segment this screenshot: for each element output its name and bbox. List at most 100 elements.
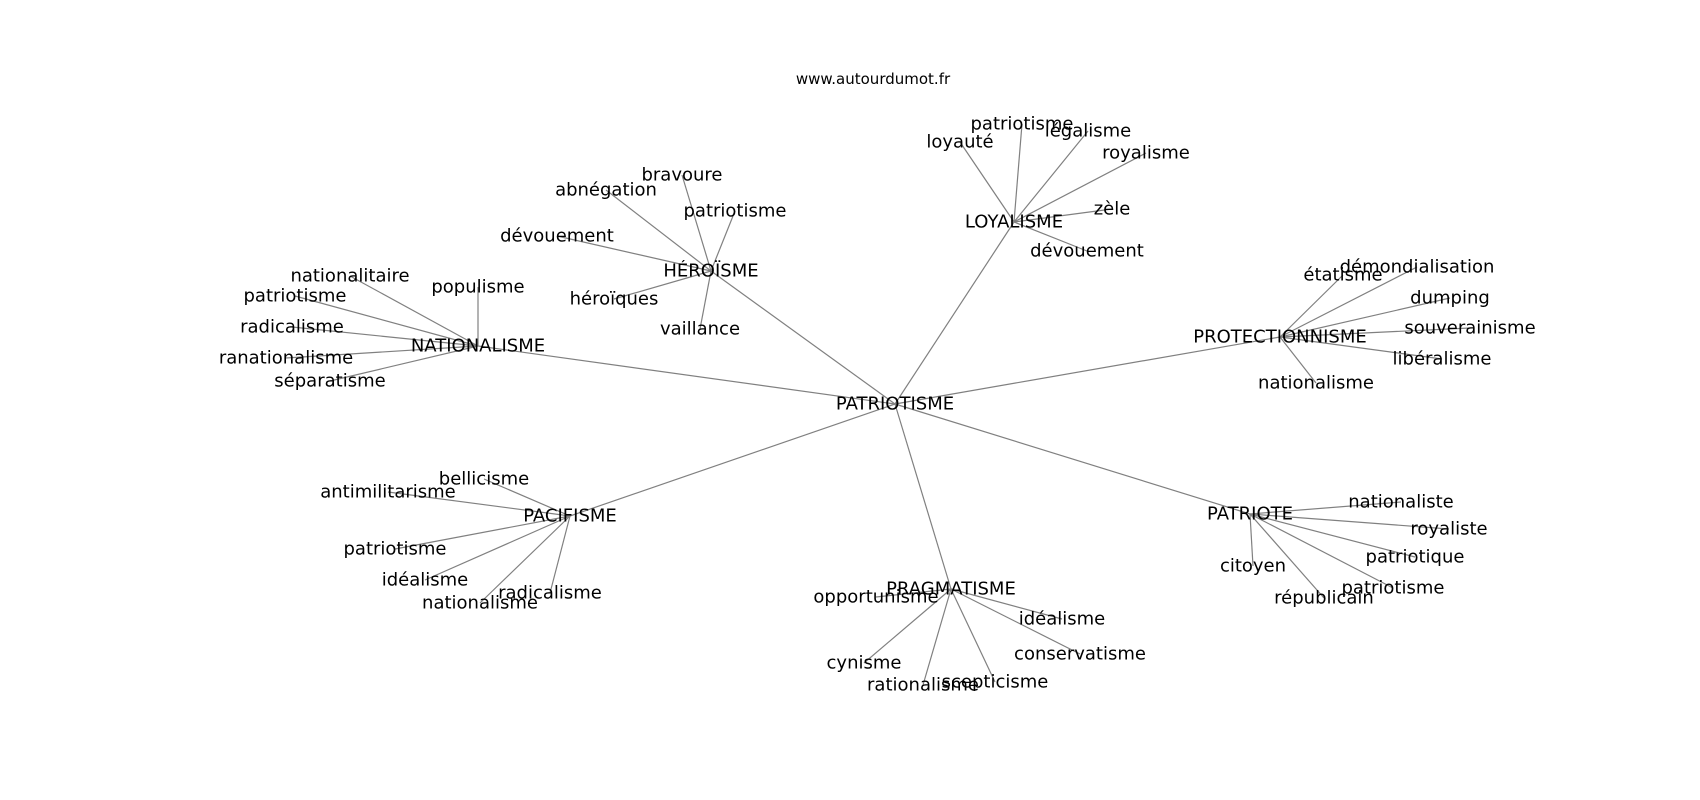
node-group-protectionnisme[interactable]: PROTECTIONNISME bbox=[1193, 327, 1367, 348]
node-group-pragmatisme[interactable]: PRAGMATISME bbox=[886, 579, 1016, 600]
node-word-devouement[interactable]: dévouement bbox=[1030, 241, 1144, 262]
edge-nationalisme-patriotisme bbox=[294, 295, 479, 347]
edge-patriote-citoyen bbox=[1249, 513, 1254, 567]
edge-pacifisme-nationalisme bbox=[479, 515, 571, 604]
node-word-idealisme[interactable]: idéalisme bbox=[1019, 609, 1106, 630]
node-word-republicain[interactable]: républicain bbox=[1274, 588, 1374, 609]
edge-loyalisme-zele bbox=[1013, 208, 1113, 223]
node-word-abnegation[interactable]: abnégation bbox=[555, 180, 657, 201]
node-word-royaliste[interactable]: royaliste bbox=[1410, 519, 1487, 540]
node-word-antimilitarisme[interactable]: antimilitarisme bbox=[320, 482, 456, 503]
node-word-patriotisme[interactable]: patriotisme bbox=[1342, 578, 1445, 599]
edge-protectionnisme-nationalisme bbox=[1279, 336, 1317, 384]
node-word-conservatisme[interactable]: conservatisme bbox=[1014, 644, 1146, 665]
edge-center-nationalisme bbox=[477, 345, 896, 405]
node-word-patriotisme[interactable]: patriotisme bbox=[344, 539, 447, 560]
edge-protectionnisme-etatisme bbox=[1279, 274, 1344, 338]
edge-loyalisme-royalisme bbox=[1013, 152, 1147, 223]
edge-heroisme-heroiques bbox=[613, 270, 712, 300]
node-word-ranationalisme[interactable]: ranationalisme bbox=[219, 348, 353, 369]
node-word-separatisme[interactable]: séparatisme bbox=[274, 371, 385, 392]
node-word-radicalisme[interactable]: radicalisme bbox=[498, 583, 602, 604]
node-group-nationalisme[interactable]: NATIONALISME bbox=[411, 336, 545, 357]
node-word-rationalisme[interactable]: rationalisme bbox=[867, 675, 979, 696]
edge-heroisme-vaillance bbox=[699, 270, 712, 330]
node-word-etatisme[interactable]: étatisme bbox=[1303, 265, 1382, 286]
edge-center-protectionnisme bbox=[894, 336, 1281, 405]
node-word-citoyen[interactable]: citoyen bbox=[1220, 556, 1286, 577]
node-word-vaillance[interactable]: vaillance bbox=[660, 319, 740, 340]
edge-protectionnisme-dumping bbox=[1279, 297, 1451, 338]
edge-pragmatisme-cynisme bbox=[863, 588, 952, 664]
node-word-scepticisme[interactable]: scepticisme bbox=[942, 672, 1049, 693]
node-word-nationalitaire[interactable]: nationalitaire bbox=[290, 266, 409, 287]
node-word-nationalisme[interactable]: nationalisme bbox=[1258, 373, 1374, 394]
node-word-heroiques[interactable]: héroïques bbox=[570, 289, 659, 310]
node-group-loyalisme[interactable]: LOYALISME bbox=[965, 212, 1063, 233]
edge-nationalisme-nationalitaire bbox=[349, 275, 479, 347]
edge-nationalisme-radicalisme bbox=[291, 326, 479, 347]
edge-pragmatisme-opportunisme bbox=[875, 588, 952, 598]
edge-loyalisme-legalisme bbox=[1013, 130, 1089, 223]
node-group-patriote[interactable]: PATRIOTE bbox=[1207, 504, 1293, 525]
edge-loyalisme-patriotisme bbox=[1013, 123, 1023, 223]
edge-pragmatisme-conservatisme bbox=[950, 588, 1081, 655]
node-word-opportunisme[interactable]: opportunisme bbox=[813, 587, 938, 608]
node-word-patriotique[interactable]: patriotique bbox=[1366, 547, 1465, 568]
node-word-dumping[interactable]: dumping bbox=[1410, 288, 1490, 309]
edge-pacifisme-idealisme bbox=[424, 515, 571, 581]
node-word-zele[interactable]: zèle bbox=[1094, 199, 1131, 220]
edge-pragmatisme-rationalisme bbox=[922, 588, 952, 686]
node-word-souverainisme[interactable]: souverainisme bbox=[1404, 318, 1535, 339]
node-word-loyaute[interactable]: loyauté bbox=[926, 132, 993, 153]
edge-heroisme-abnegation bbox=[605, 189, 712, 272]
edge-nationalisme-separatisme bbox=[329, 345, 479, 382]
node-word-devouement[interactable]: dévouement bbox=[500, 226, 614, 247]
node-word-patriotisme[interactable]: patriotisme bbox=[244, 286, 347, 307]
edge-heroisme-patriotisme bbox=[710, 210, 736, 272]
edge-pacifisme-patriotisme bbox=[394, 515, 571, 550]
edge-center-loyalisme bbox=[894, 221, 1015, 405]
edge-protectionnisme-demondialisation bbox=[1279, 266, 1418, 338]
node-group-pacifisme[interactable]: PACIFISME bbox=[523, 506, 617, 527]
node-word-populisme[interactable]: populisme bbox=[431, 277, 524, 298]
edge-heroisme-bravoure bbox=[681, 174, 712, 272]
edge-pragmatisme-scepticisme bbox=[950, 588, 996, 683]
edge-nationalisme-ranationalisme bbox=[285, 345, 479, 359]
node-word-patriotisme[interactable]: patriotisme bbox=[684, 201, 787, 222]
node-word-cynisme[interactable]: cynisme bbox=[827, 653, 902, 674]
node-word-liberalisme[interactable]: libéralisme bbox=[1393, 349, 1492, 370]
edge-patriote-nationaliste bbox=[1249, 501, 1402, 515]
edge-pacifisme-antimilitarisme bbox=[387, 491, 571, 517]
edge-pacifisme-radicalisme bbox=[549, 515, 571, 594]
node-word-nationaliste[interactable]: nationaliste bbox=[1348, 492, 1453, 513]
node-word-demondialisation[interactable]: démondialisation bbox=[1340, 257, 1495, 278]
node-word-nationalisme[interactable]: nationalisme bbox=[422, 593, 538, 614]
node-word-bellicisme[interactable]: bellicisme bbox=[439, 469, 529, 490]
edge-heroisme-devouement bbox=[556, 235, 712, 272]
edge-protectionnisme-liberalisme bbox=[1279, 336, 1443, 360]
node-center-patriotisme[interactable]: PATRIOTISME bbox=[836, 394, 954, 415]
edge-loyalisme-devouement bbox=[1013, 221, 1088, 252]
node-word-radicalisme[interactable]: radicalisme bbox=[240, 317, 344, 338]
node-word-idealisme[interactable]: idéalisme bbox=[382, 570, 469, 591]
edge-patriote-royaliste bbox=[1249, 513, 1450, 530]
edge-patriote-republicain bbox=[1249, 513, 1325, 599]
node-word-bravoure[interactable]: bravoure bbox=[641, 165, 722, 186]
edge-center-patriote bbox=[894, 403, 1251, 515]
edge-center-heroisme bbox=[710, 270, 896, 405]
edge-center-pacifisme bbox=[569, 403, 896, 517]
edge-protectionnisme-souverainisme bbox=[1279, 327, 1471, 338]
node-word-patriotisme[interactable]: patriotisme bbox=[971, 114, 1074, 135]
edge-patriote-patriotique bbox=[1249, 513, 1416, 558]
node-group-heroisme[interactable]: HÉROÏSME bbox=[663, 260, 758, 282]
edge-patriote-patriotisme bbox=[1249, 513, 1394, 589]
node-word-legalisme[interactable]: légalisme bbox=[1045, 121, 1132, 142]
edge-pragmatisme-idealisme bbox=[950, 588, 1063, 620]
node-word-royalisme[interactable]: royalisme bbox=[1102, 143, 1190, 164]
site-url[interactable]: www.autourdumot.fr bbox=[795, 70, 951, 88]
edge-center-pragmatisme bbox=[894, 403, 952, 590]
edge-pacifisme-bellicisme bbox=[483, 478, 571, 517]
